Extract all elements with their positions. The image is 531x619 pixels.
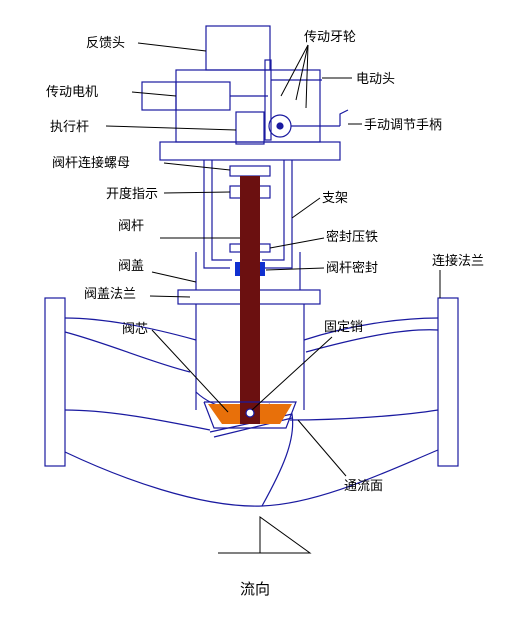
label-flow-direction: 流向	[240, 580, 270, 598]
actuator-rod	[235, 111, 265, 145]
label-electric-head: 电动头	[356, 72, 395, 87]
label-connecting-flange: 连接法兰	[432, 253, 484, 269]
right-connecting-flange	[437, 297, 459, 467]
label-valve-stem: 阀杆	[118, 219, 144, 234]
label-bonnet-flange: 阀盖法兰	[84, 287, 136, 302]
bracket	[203, 160, 293, 269]
stem-nut	[229, 165, 271, 177]
label-stem-seal: 阀杆密封	[326, 260, 378, 276]
labels: 反馈头 传动牙轮 传动电机 电动头 执行杆 手动调节手柄 阀杆连接螺母 开度指示…	[46, 30, 484, 598]
feedback-head	[205, 25, 271, 71]
label-bonnet: 阀盖	[118, 259, 144, 274]
label-actuator-rod: 执行杆	[50, 120, 89, 135]
fixing-pin	[245, 408, 255, 418]
label-handwheel: 手动调节手柄	[364, 118, 442, 133]
label-opening-indicator: 开度指示	[106, 186, 158, 202]
actuator-base-plate	[159, 141, 341, 161]
label-gland: 密封压铁	[326, 229, 378, 245]
label-fixing-pin: 固定销	[324, 320, 363, 335]
leader-lines	[105, 42, 441, 477]
label-flow-surface: 通流面	[344, 479, 383, 494]
flow-arrow	[218, 516, 312, 554]
electric-head-housing	[175, 69, 321, 143]
label-valve-plug: 阀芯	[122, 322, 148, 337]
label-stem-nut: 阀杆连接螺母	[52, 155, 130, 171]
label-drive-gear: 传动牙轮	[304, 30, 356, 45]
drive-motor	[141, 81, 268, 111]
left-connecting-flange	[44, 297, 66, 467]
label-drive-motor: 传动电机	[46, 85, 98, 100]
valve-stem	[240, 176, 260, 424]
handwheel	[268, 109, 349, 138]
label-feedback-head: 反馈头	[86, 36, 125, 51]
label-bracket: 支架	[322, 191, 348, 206]
drive-gear-shaft	[264, 59, 322, 141]
